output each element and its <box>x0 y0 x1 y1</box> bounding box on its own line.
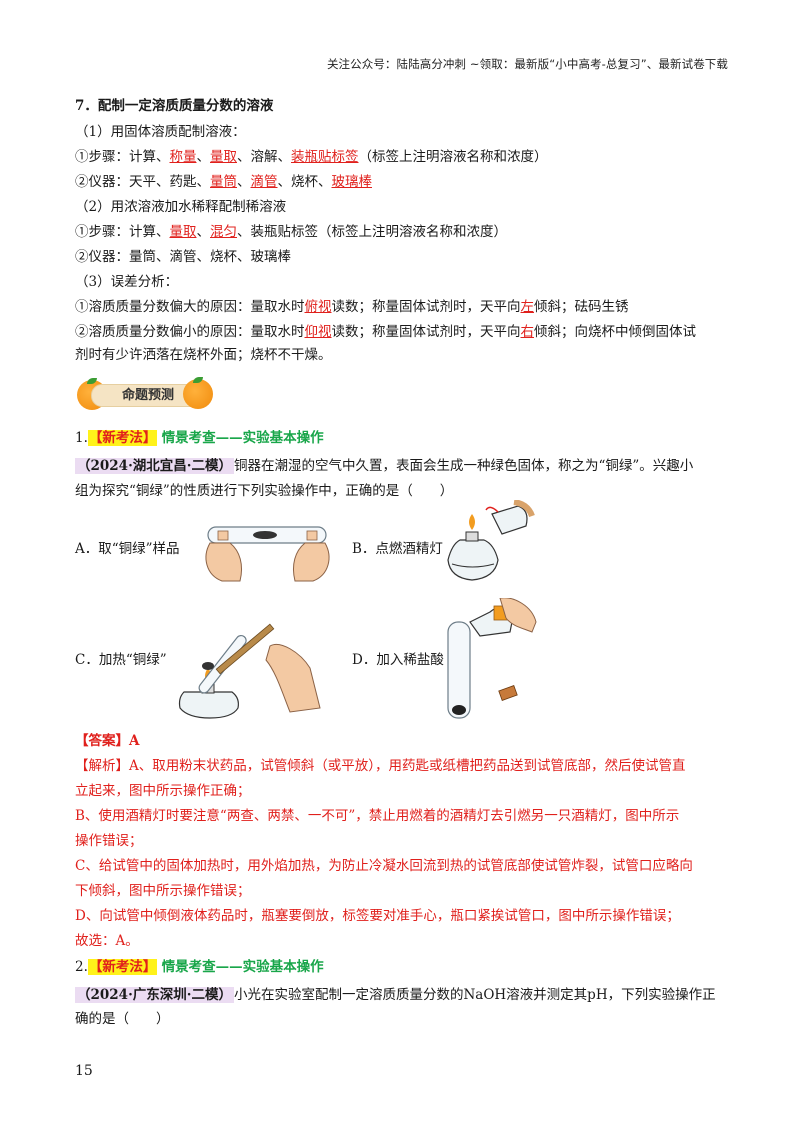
text: 铜器在潮湿的空气中久置，表面会生成一种绿色固体，称之为“铜绿”。兴趣小 <box>233 458 694 474</box>
text: 、烧杯、 <box>277 174 332 190</box>
analysis-line: 下倾斜，图中所示操作错误； <box>75 883 251 899</box>
text: 读数；称量固体试剂时，天平向 <box>331 324 521 340</box>
blank-answer: 俯视 <box>304 299 332 315</box>
p2-heading: （2）用浓溶液加水稀释配制稀溶液 <box>75 199 287 215</box>
blank-answer: 装瓶贴标签 <box>291 149 359 165</box>
add-acid-illustration <box>447 598 537 719</box>
analysis-line: 立起来，图中所示操作正确； <box>75 783 251 799</box>
blank-answer: 量取 <box>210 149 237 165</box>
source-tag: （2024·广东深圳·二模） <box>75 987 234 1003</box>
text: ①步骤：计算、 <box>75 149 170 165</box>
tube-heating-illustration <box>178 623 321 719</box>
question-number: 2. <box>75 959 88 975</box>
choice-c-label: C．加热“铜绿” <box>75 652 167 668</box>
text: 、 <box>237 174 251 190</box>
prediction-banner: 命题预测 <box>73 376 217 412</box>
p3-smaller-cause: ②溶质质量分数偏小的原因：量取水时仰视读数；称量固体试剂时，天平向右倾斜；向烧杯… <box>75 321 696 343</box>
q2-stem-line2: 确的是（ ） <box>75 1011 170 1027</box>
q2-stem-line1: （2024·广东深圳·二模）小光在实验室配制一定溶质质量分数的NaOH溶液并测定… <box>75 984 716 1006</box>
q1-stem-line2: 组为探究“铜绿”的性质进行下列实验操作中，正确的是（ ） <box>75 483 454 499</box>
p3-heading: （3）误差分析： <box>75 274 179 290</box>
blank-answer: 量筒 <box>210 174 237 190</box>
topic-label: 情景考查——实验基本操作 <box>161 430 324 446</box>
text: 、 <box>196 149 211 165</box>
blank-answer: 称量 <box>169 149 197 165</box>
text: 、装瓶贴标签（标签上注明溶液名称和浓度） <box>237 224 507 240</box>
topic-label: 情景考查——实验基本操作 <box>161 959 324 975</box>
analysis-line: C、给试管中的固体加热时，用外焰加热，为防止冷凝水回流到热的试管底部使试管炸裂，… <box>75 858 693 874</box>
blank-answer: 玻璃棒 <box>331 174 373 190</box>
text: ②溶质质量分数偏小的原因：量取水时 <box>75 324 305 340</box>
lamp-lighting-illustration <box>447 500 535 581</box>
p3-larger-cause: ①溶质质量分数偏大的原因：量取水时俯视读数；称量固体试剂时，天平向左倾斜；砝码生… <box>75 296 629 318</box>
analysis-line: D、向试管中倾倒液体药品时，瓶塞要倒放，标签要对准手心，瓶口紧挨试管口，图中所示… <box>75 908 680 924</box>
leaf-icon <box>193 377 203 383</box>
q1-stem-line1: （2024·湖北宜昌·二模）铜器在潮湿的空气中久置，表面会生成一种绿色固体，称之… <box>75 455 693 477</box>
blank-answer: 量取 <box>169 224 197 240</box>
section-title: 7．配制一定溶质质量分数的溶液 <box>75 98 274 114</box>
blank-answer: 混匀 <box>210 224 237 240</box>
text: 倾斜；向烧杯中倾倒固体试 <box>534 324 696 340</box>
text: 读数；称量固体试剂时，天平向 <box>331 299 521 315</box>
blank-answer: 滴管 <box>250 174 278 190</box>
text: 、 <box>196 224 211 240</box>
text: 小光在实验室配制一定溶质质量分数的NaOH溶液并测定其pH，下列实验操作正 <box>233 987 716 1003</box>
choice-d-label: D．加入稀盐酸 <box>352 652 444 668</box>
text: 、溶解、 <box>237 149 291 165</box>
p1-tools: ②仪器：天平、药匙、量筒、滴管、烧杯、玻璃棒 <box>75 171 372 193</box>
text: （标签上注明溶液名称和浓度） <box>358 149 548 165</box>
blank-answer: 左 <box>520 299 535 315</box>
p1-steps: ①步骤：计算、称量、量取、溶解、装瓶贴标签（标签上注明溶液名称和浓度） <box>75 146 548 168</box>
text: ①步骤：计算、 <box>75 224 170 240</box>
page-number: 15 <box>75 1063 93 1079</box>
analysis-line: 【解析】A、取用粉末状药品，试管倾斜（或平放），用药匙或纸槽把药品送到试管底部，… <box>75 758 686 774</box>
p2-steps: ①步骤：计算、量取、混匀、装瓶贴标签（标签上注明溶液名称和浓度） <box>75 221 507 243</box>
source-tag: （2024·湖北宜昌·二模） <box>75 458 234 474</box>
q1-answer: 【答案】A <box>75 733 140 749</box>
p1-heading: （1）用固体溶质配制溶液： <box>75 124 246 140</box>
leaf-icon <box>87 378 97 384</box>
p2-tools: ②仪器：量筒、滴管、烧杯、玻璃棒 <box>75 249 291 265</box>
analysis-line: 故选：A。 <box>75 933 139 949</box>
analysis-line: B、使用酒精灯时要注意“两查、两禁、一不可”，禁止用燃着的酒精灯去引燃另一只酒精… <box>75 808 680 824</box>
new-method-tag: 【新考法】 <box>87 430 158 446</box>
p3-smaller-cause-cont: 剂时有少许洒落在烧杯外面；烧杯不干燥。 <box>75 347 332 363</box>
text: 倾斜；砝码生锈 <box>534 299 629 315</box>
q1-header: 1.【新考法】 情景考查——实验基本操作 <box>75 427 324 449</box>
analysis-line: 操作错误； <box>75 833 143 849</box>
q2-header: 2.【新考法】 情景考查——实验基本操作 <box>75 956 324 978</box>
blank-answer: 右 <box>520 324 535 340</box>
orange-icon <box>183 379 213 409</box>
blank-answer: 仰视 <box>304 324 332 340</box>
text: ②仪器：天平、药匙、 <box>75 174 210 190</box>
choice-a-label: A．取“铜绿”样品 <box>75 541 180 557</box>
question-number: 1. <box>75 430 88 446</box>
tube-sampling-illustration <box>205 526 330 582</box>
page-header: 关注公众号：陆陆高分冲刺 ~领取：最新版“小中高考-总复习”、最新试卷下载 <box>326 57 728 71</box>
text: ①溶质质量分数偏大的原因：量取水时 <box>75 299 305 315</box>
choice-b-label: B．点燃酒精灯 <box>352 541 443 557</box>
new-method-tag: 【新考法】 <box>87 959 158 975</box>
